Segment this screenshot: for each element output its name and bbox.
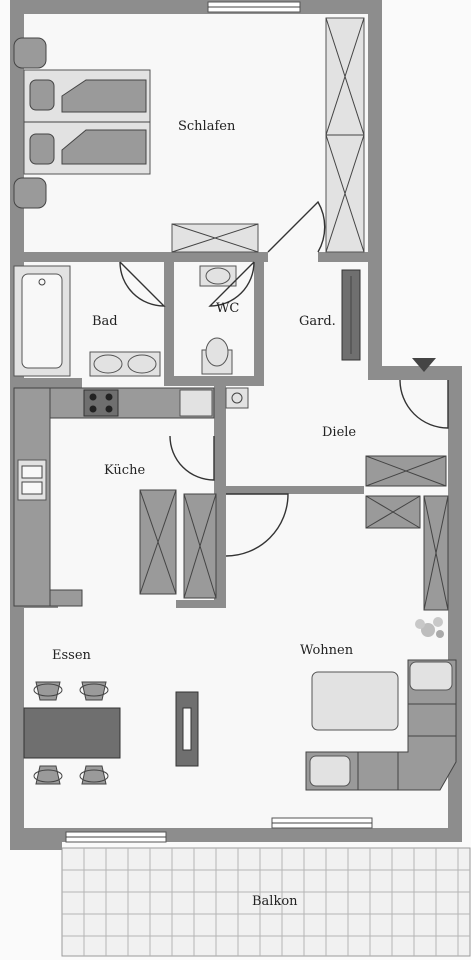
room-label-gard: Gard. bbox=[299, 314, 336, 329]
door-bad bbox=[119, 261, 166, 307]
plant-icon bbox=[415, 617, 444, 638]
door-schlafen bbox=[267, 200, 326, 253]
hall-cabinets bbox=[365, 455, 449, 611]
kitchen-cabinets bbox=[139, 489, 217, 599]
garderobe-rail bbox=[341, 269, 361, 361]
bathtub bbox=[13, 265, 71, 377]
balcony-tiles bbox=[62, 848, 470, 956]
room-label-bad: Bad bbox=[92, 314, 118, 329]
balcony-area bbox=[61, 847, 471, 957]
living-furniture bbox=[305, 659, 457, 791]
room-label-wc: WC bbox=[216, 301, 239, 316]
room-label-diele: Diele bbox=[322, 425, 356, 440]
wardrobe bbox=[325, 17, 365, 253]
entry-arrow-icon bbox=[412, 358, 436, 372]
fireplace bbox=[175, 691, 199, 767]
kitchen-counter bbox=[13, 387, 249, 607]
wc-fixtures bbox=[199, 265, 237, 375]
dining-set bbox=[23, 681, 121, 785]
cabinet bbox=[171, 223, 259, 253]
room-label-schlafen: Schlafen bbox=[178, 119, 236, 134]
bed bbox=[13, 37, 151, 209]
room-label-balkon: Balkon bbox=[252, 894, 298, 909]
room-label-kueche: Küche bbox=[104, 463, 145, 478]
room-label-essen: Essen bbox=[52, 648, 92, 663]
door-kueche bbox=[169, 435, 215, 481]
washbasins bbox=[89, 351, 161, 377]
door-wohnen bbox=[225, 493, 289, 557]
windows bbox=[65, 1, 373, 843]
door-wc bbox=[208, 261, 255, 307]
room-label-wohnen: Wohnen bbox=[300, 643, 354, 658]
door-entry bbox=[399, 379, 449, 429]
